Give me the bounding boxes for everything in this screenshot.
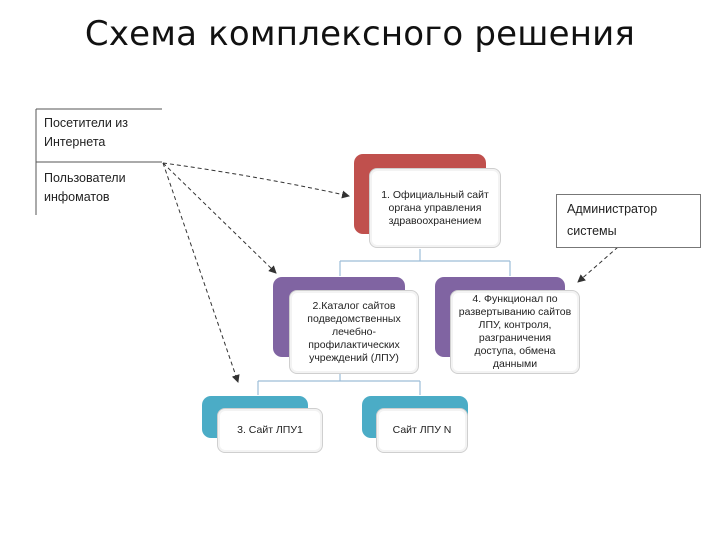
visitors-infomats-label: Пользователи инфоматов <box>44 171 126 204</box>
lpu1-node: 3. Сайт ЛПУ1 <box>217 408 323 453</box>
official-site-node: 1. Официальный сайт органа управления зд… <box>369 168 501 248</box>
arrow-to-lpu1 <box>162 162 240 383</box>
page-title: Схема комплексного решения <box>84 14 636 54</box>
admin-box: Администратор системы <box>556 194 701 248</box>
arrow-to-catalog <box>162 162 277 274</box>
lpun-node: Сайт ЛПУ N <box>376 408 468 453</box>
visitors-internet-label: Посетители из Интернета <box>44 116 129 149</box>
catalog-node: 2.Каталог сайтов подведомственных лечебн… <box>289 290 419 374</box>
arrow-admin-to-functional <box>577 246 619 283</box>
arrow-to-official-site <box>162 162 350 199</box>
functional-node: 4. Функционал по развертыванию сайтов ЛП… <box>450 290 580 374</box>
